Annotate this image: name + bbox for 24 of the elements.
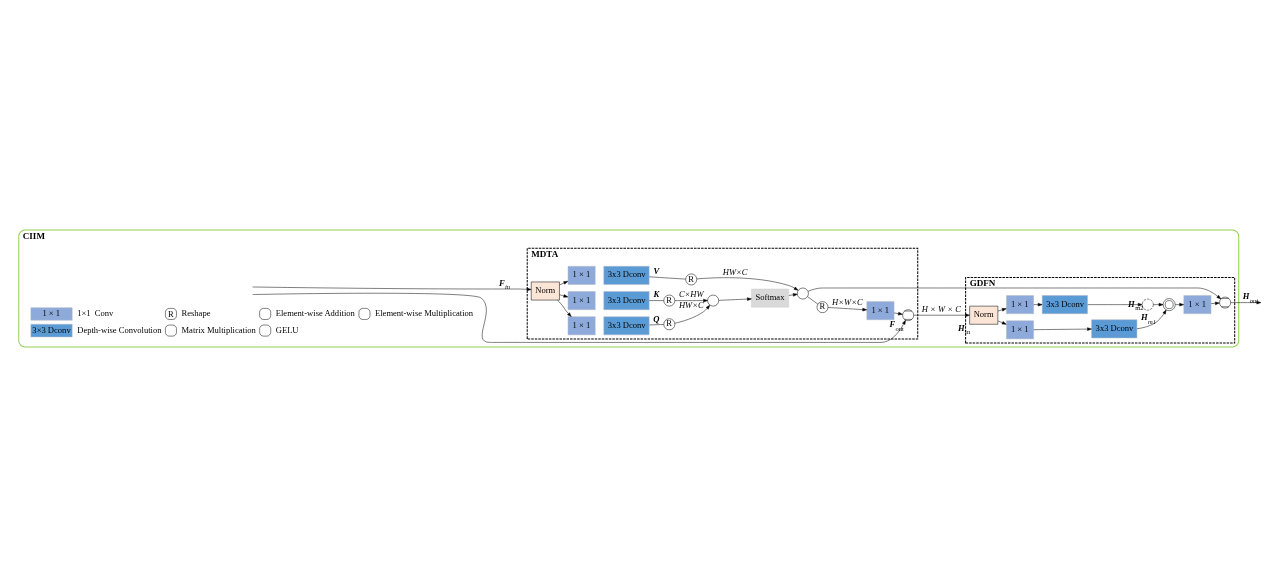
legend-label: GELU bbox=[275, 324, 299, 335]
edge-label: H$_{out}$ bbox=[1242, 290, 1259, 304]
label: 1 × 1 bbox=[42, 307, 61, 318]
edge-label: H$_{m1}$ bbox=[1140, 311, 1157, 325]
edge-label: V bbox=[653, 265, 660, 276]
edge-label: F$_{in}$ bbox=[498, 277, 511, 290]
edge-label: HW×C bbox=[678, 299, 704, 310]
legend-label: Element-wise Addition bbox=[275, 307, 355, 318]
node-label: H$_{in}$ bbox=[958, 322, 971, 335]
legend-label: Matrix Multiplication bbox=[181, 324, 256, 335]
edge-label: K bbox=[653, 288, 660, 299]
legend-label: Reshape bbox=[181, 307, 211, 318]
legend-label: Element-wise Multiplication bbox=[375, 307, 474, 318]
node-label: F$_{out}$ bbox=[889, 318, 904, 332]
edge-label: H×W×C bbox=[832, 296, 863, 307]
edge-label: HW×C bbox=[722, 266, 748, 277]
node-label: H$_{m2}$ bbox=[1128, 298, 1144, 311]
label: 3×3 Dconv bbox=[32, 324, 71, 335]
legend-label: Depth-wise Convolution bbox=[77, 324, 162, 335]
edge-label: C×HW bbox=[678, 288, 704, 299]
edge-label: H × W × C bbox=[921, 303, 961, 314]
edge-label: Q bbox=[653, 313, 660, 324]
legend-label: 1×1 Conv bbox=[77, 307, 114, 318]
label: R bbox=[167, 308, 174, 319]
